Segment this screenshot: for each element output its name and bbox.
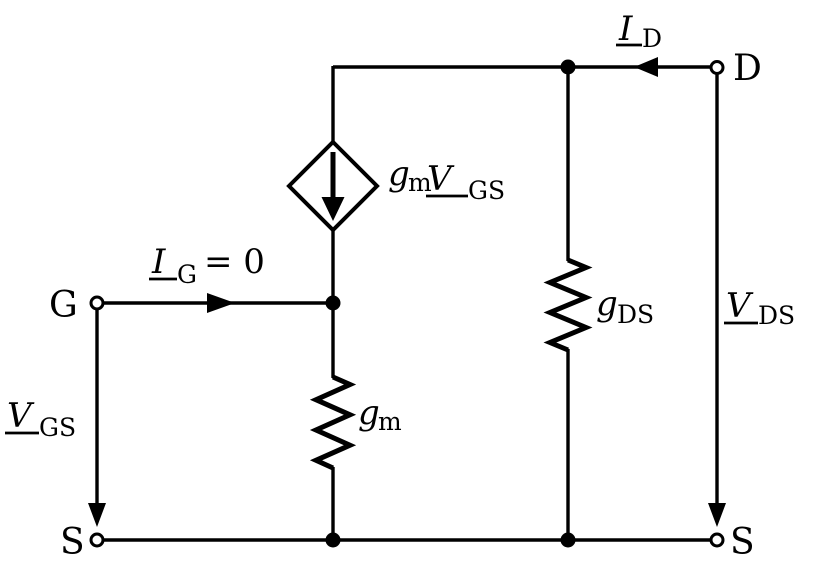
drain-terminal-node — [709, 60, 725, 75]
source-terminal-node-left — [89, 532, 105, 548]
drain-current-arrowhead-icon — [634, 57, 658, 77]
vds-symbol: V — [726, 286, 754, 326]
components — [286, 139, 593, 471]
underlines — [5, 43, 758, 435]
drain-current-label: I D — [618, 9, 662, 53]
gate-current-arrowhead-icon — [207, 293, 235, 313]
gm-resistor-label: g m — [358, 393, 402, 436]
vgs-symbol: V — [7, 396, 35, 436]
marks — [88, 57, 726, 548]
source-terminal-node-right — [709, 532, 725, 548]
drain-current-symbol: I — [618, 9, 633, 49]
gm-symbol: g — [358, 393, 380, 433]
vds-arrowhead-icon — [708, 503, 726, 527]
junction-dot-bottom-left — [325, 532, 341, 548]
gate-terminal-label: G — [49, 285, 78, 326]
controlled-source-symbol: V — [427, 159, 455, 199]
controlled-source-coeff-subscript: m — [408, 168, 432, 197]
gate-current-label: I G = 0 — [151, 242, 265, 289]
controlled-source-coeff: g — [388, 154, 410, 194]
gate-terminal-node — [89, 295, 105, 311]
drain-terminal-label: D — [733, 48, 762, 89]
source-terminal-label-left: S — [60, 522, 85, 563]
junction-dot-gate — [325, 295, 341, 311]
junction-dot-bottom-right — [560, 532, 576, 548]
junction-dot-top — [560, 59, 576, 75]
gds-subscript: DS — [617, 300, 654, 329]
controlled-source-label: g m V GS — [388, 154, 505, 205]
vds-subscript: DS — [758, 301, 795, 330]
vgs-arrowhead-icon — [88, 503, 106, 527]
controlled-source-arrowhead-icon — [321, 197, 345, 221]
gate-current-subscript: G — [177, 260, 197, 289]
gds-resistor-label: g DS — [596, 284, 654, 329]
terminals — [89, 60, 725, 548]
controlled-source-subscript: GS — [468, 176, 505, 205]
gds-resistor — [543, 257, 593, 353]
source-terminal-label-right: S — [730, 522, 755, 563]
vgs-subscript: GS — [39, 413, 76, 442]
gate-source-voltage-label: V GS — [7, 396, 76, 442]
drain-current-subscript: D — [642, 24, 662, 53]
drain-source-voltage-label: V DS — [726, 286, 795, 330]
gate-current-equation: = 0 — [204, 242, 265, 282]
gate-current-symbol: I — [151, 242, 166, 282]
gds-symbol: g — [596, 284, 618, 324]
gm-subscript: m — [378, 407, 402, 436]
gm-resistor — [309, 374, 357, 471]
